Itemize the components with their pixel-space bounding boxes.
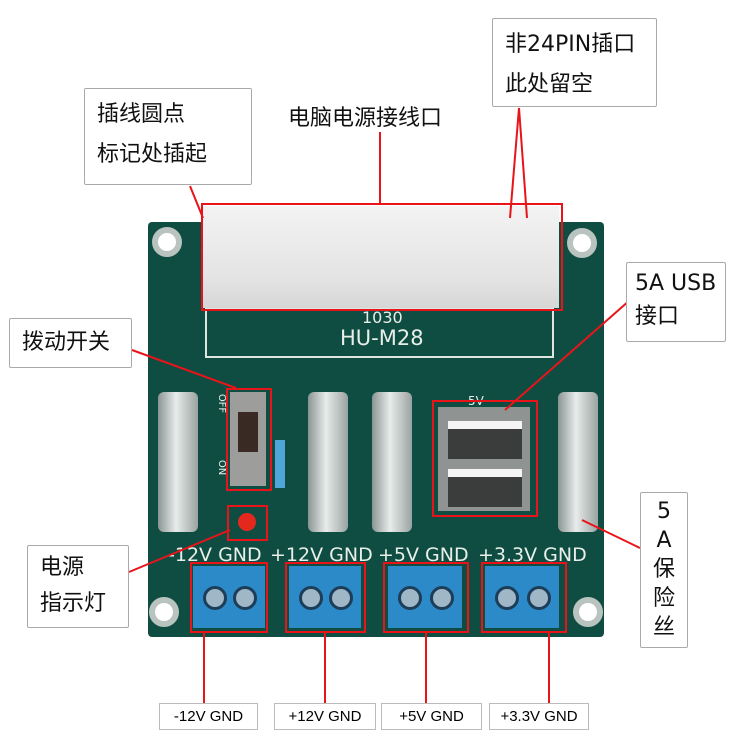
callout-pin-mark: 插线圆点 标记处插起 — [84, 88, 252, 185]
callout-non-24pin: 非24PIN插口 此处留空 — [492, 18, 657, 107]
switch-highlight — [226, 388, 272, 491]
silk-model: HU-M28 — [340, 326, 424, 350]
usb-port-double — [438, 407, 530, 511]
terminal-block-plus12v — [289, 566, 361, 628]
callout-fuse: 5 A 保 险 丝 — [640, 492, 688, 648]
resistor — [275, 440, 285, 488]
leader-line — [189, 185, 204, 219]
silk-rail: +5V GND — [378, 544, 469, 566]
terminal-highlight — [481, 562, 567, 633]
terminal-highlight — [190, 562, 268, 633]
power-led — [238, 513, 256, 531]
silk-rail: +12V GND — [270, 544, 373, 566]
fuse — [308, 392, 348, 532]
callout-psu-port: 电脑电源接线口 — [288, 106, 443, 131]
mounting-hole — [152, 227, 182, 257]
fuse — [372, 392, 412, 532]
output-label: +3.3V GND — [489, 703, 589, 730]
connector-highlight — [201, 203, 563, 311]
silk-rail: +3.3V GND — [478, 544, 587, 566]
callout-usb: 5A USB 接口 — [626, 262, 726, 342]
leader-line — [504, 299, 631, 411]
leader-line — [509, 107, 520, 219]
terminal-highlight — [285, 562, 366, 633]
slide-switch — [230, 392, 266, 486]
terminal-block-minus12v — [193, 566, 265, 628]
silk-rail: -12V GND — [168, 544, 262, 566]
leader-line — [128, 529, 231, 573]
output-label: +12V GND — [274, 703, 376, 730]
terminal-block-plus5v — [388, 566, 462, 628]
mounting-hole — [573, 597, 603, 627]
led-highlight — [227, 505, 268, 541]
callout-led: 电源 指示灯 — [27, 545, 129, 628]
atx-24pin-connector — [203, 206, 559, 308]
output-label: +5V GND — [381, 703, 482, 730]
terminal-block-plus3v3 — [485, 566, 559, 628]
leader-line — [518, 107, 528, 219]
usb-highlight — [432, 400, 538, 517]
fuse — [558, 392, 598, 532]
silk-code: 1030 — [362, 308, 403, 327]
leader-line — [131, 349, 237, 389]
callout-switch: 拨动开关 — [9, 318, 132, 368]
mounting-hole — [567, 228, 597, 258]
fuse — [158, 392, 198, 532]
mounting-hole — [149, 597, 179, 627]
leader-line — [581, 519, 641, 549]
terminal-highlight — [383, 562, 469, 633]
output-label: -12V GND — [159, 703, 258, 730]
